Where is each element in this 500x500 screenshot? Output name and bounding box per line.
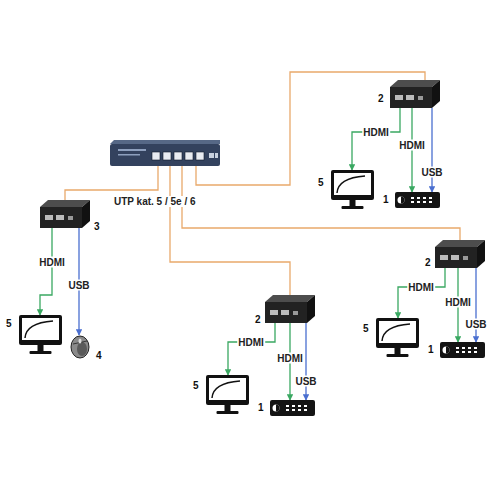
hdmi-extender-transmitter: 2: [390, 80, 440, 108]
utp-cable: [182, 166, 460, 240]
cable-label: HDMI: [276, 353, 304, 364]
monitor-icon: [330, 170, 375, 210]
hdmi-cable: [228, 323, 275, 375]
cable-label: HDMI: [398, 140, 426, 151]
cable-label: HDMI: [237, 337, 265, 348]
network-switch-icon: [110, 140, 220, 166]
dvr-recorder: 1: [440, 342, 485, 358]
utp-cable: [170, 166, 290, 295]
hdmi-extender-transmitter: 2: [435, 240, 485, 268]
dvr-recorder-icon: [440, 342, 485, 358]
hdmi-extender-receiver: 3: [40, 200, 90, 228]
hdmi-extender-transmitter-icon: [435, 240, 485, 268]
callout-number: 5: [318, 178, 324, 188]
hdmi-extender-transmitter-icon: [390, 80, 440, 108]
callout-number: 5: [6, 319, 12, 329]
cable-type-label: UTP kat. 5 / 5e / 6: [112, 196, 198, 207]
cable-label: USB: [464, 319, 487, 330]
hdmi-extender-receiver-icon: [40, 200, 90, 228]
cable-label: HDMI: [38, 257, 66, 268]
utp-cable: [65, 166, 158, 200]
dvr-recorder-icon: [395, 192, 440, 208]
hdmi-cable: [40, 228, 52, 315]
hdmi-extender-transmitter: 2: [265, 295, 315, 323]
cable-label: USB: [294, 376, 317, 387]
cable-label: HDMI: [362, 127, 390, 138]
dvr-recorder-icon: [270, 400, 315, 416]
usb-cable: [475, 268, 476, 342]
monitor-icon: [205, 375, 250, 415]
callout-number: 1: [428, 345, 434, 355]
hdmi-cable: [352, 108, 400, 170]
cable-label: HDMI: [444, 297, 472, 308]
usb-mouse: 4: [70, 335, 90, 359]
callout-number: 4: [96, 351, 102, 361]
monitor: 5: [205, 375, 250, 415]
callout-number: 3: [94, 222, 100, 232]
monitor-icon: [375, 318, 420, 358]
callout-number: 5: [363, 324, 369, 334]
usb-cable: [305, 323, 306, 400]
hdmi-extender-transmitter-icon: [265, 295, 315, 323]
monitor: 5: [330, 170, 375, 210]
dvr-recorder: 1: [270, 400, 315, 416]
hdmi-cable: [398, 268, 445, 318]
cable-label: HDMI: [407, 282, 435, 293]
network-switch: [110, 140, 220, 166]
dvr-recorder: 1: [395, 192, 440, 208]
monitor: 5: [18, 315, 63, 355]
cable-label: USB: [420, 167, 443, 178]
usb-mouse-icon: [70, 335, 90, 359]
callout-number: 2: [378, 94, 384, 104]
cable-label: USB: [67, 280, 90, 291]
callout-number: 5: [193, 381, 199, 391]
callout-number: 1: [258, 403, 264, 413]
monitor-icon: [18, 315, 63, 355]
usb-cable: [431, 108, 432, 192]
callout-number: 1: [383, 195, 389, 205]
monitor: 5: [375, 318, 420, 358]
callout-number: 2: [425, 258, 431, 268]
callout-number: 2: [255, 315, 261, 325]
